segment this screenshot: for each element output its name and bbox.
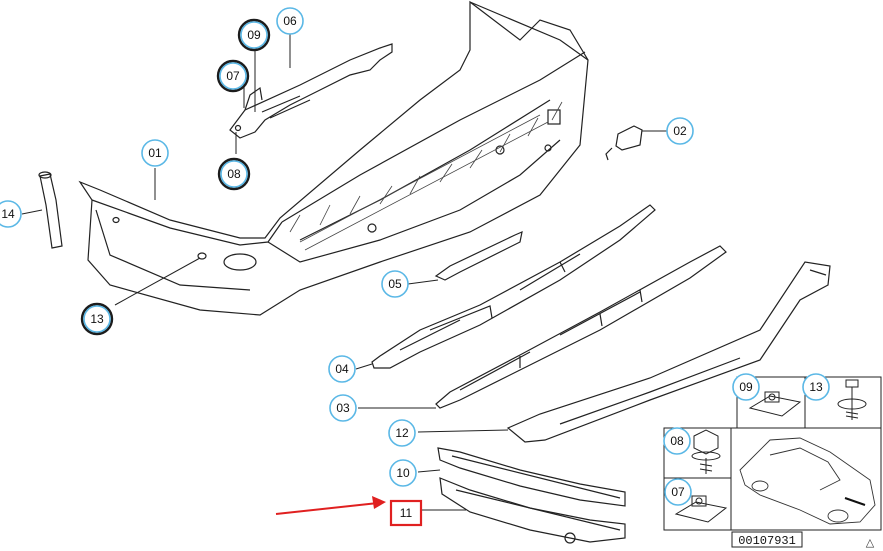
callout-07[interactable]: 07 xyxy=(664,478,692,506)
callout-01[interactable]: 01 xyxy=(141,139,169,167)
callout-label: 08 xyxy=(227,167,241,181)
bumper-body[interactable] xyxy=(78,0,589,316)
moulding-part-10[interactable] xyxy=(437,447,626,507)
callout-10[interactable]: 10 xyxy=(389,459,417,487)
callout-label: 05 xyxy=(388,277,402,291)
cover-cap-part-02[interactable] xyxy=(605,125,643,161)
callout-12[interactable]: 12 xyxy=(388,419,416,447)
callout-14[interactable]: 14 xyxy=(0,200,22,228)
callout-04[interactable]: 04 xyxy=(328,355,356,383)
callout-07[interactable]: 07 xyxy=(216,59,250,93)
callout-label: 06 xyxy=(283,14,297,28)
clip-nut-07-icon xyxy=(674,495,728,523)
callout-label: 13 xyxy=(809,380,823,394)
car-silhouette-icon xyxy=(739,437,876,525)
callout-label: 13 xyxy=(90,312,104,326)
reference-box: 00107931 xyxy=(731,531,803,548)
callout-label: 09 xyxy=(247,28,261,42)
moulding-part-11[interactable] xyxy=(439,477,626,544)
callout-02[interactable]: 02 xyxy=(666,117,694,145)
callout-label: 10 xyxy=(396,466,410,480)
hex-bolt-08-icon xyxy=(691,429,721,474)
callout-09[interactable]: 09 xyxy=(732,373,760,401)
clip-nut-09-icon xyxy=(748,391,802,417)
cover-strip-part-12[interactable] xyxy=(506,261,831,443)
corner-mark-icon: △ xyxy=(866,536,875,549)
callout-08[interactable]: 08 xyxy=(663,427,691,455)
callout-05[interactable]: 05 xyxy=(381,270,409,298)
callout-label: 12 xyxy=(395,426,409,440)
callout-label: 01 xyxy=(148,146,162,160)
callout-13[interactable]: 13 xyxy=(802,373,830,401)
callout-label: 03 xyxy=(336,401,350,415)
callout-layer: 01 02 03 04 05 06 07 08 09 10 11 12 13 14 07 08 09 13 xyxy=(0,7,830,527)
callout-08[interactable]: 08 xyxy=(217,157,251,191)
callout-label: 02 xyxy=(673,124,687,138)
screw-13-icon xyxy=(837,379,867,420)
callout-label: 09 xyxy=(739,380,753,394)
leader-lines xyxy=(21,34,668,511)
bracket-part-06[interactable] xyxy=(229,43,393,139)
callout-06[interactable]: 06 xyxy=(276,7,304,35)
callout-label: 07 xyxy=(671,485,685,499)
callout-label: 08 xyxy=(670,434,684,448)
tube-part-14[interactable] xyxy=(38,171,63,249)
callout-09[interactable]: 09 xyxy=(237,18,271,52)
reference-number: 00107931 xyxy=(738,534,796,548)
callout-label: 11 xyxy=(400,506,413,520)
bumper-ribs xyxy=(289,101,563,251)
trim-strip-part-05[interactable] xyxy=(434,230,523,281)
carrier-part-04[interactable] xyxy=(371,204,656,369)
callout-label: 14 xyxy=(1,207,15,221)
callout-13[interactable]: 13 xyxy=(80,302,114,336)
selection-arrow xyxy=(275,496,386,515)
callout-label: 07 xyxy=(226,69,240,83)
callout-03[interactable]: 03 xyxy=(329,394,357,422)
carrier-part-03[interactable] xyxy=(435,245,727,409)
callout-label: 04 xyxy=(335,362,349,376)
callout-11[interactable]: 11 xyxy=(389,499,423,527)
